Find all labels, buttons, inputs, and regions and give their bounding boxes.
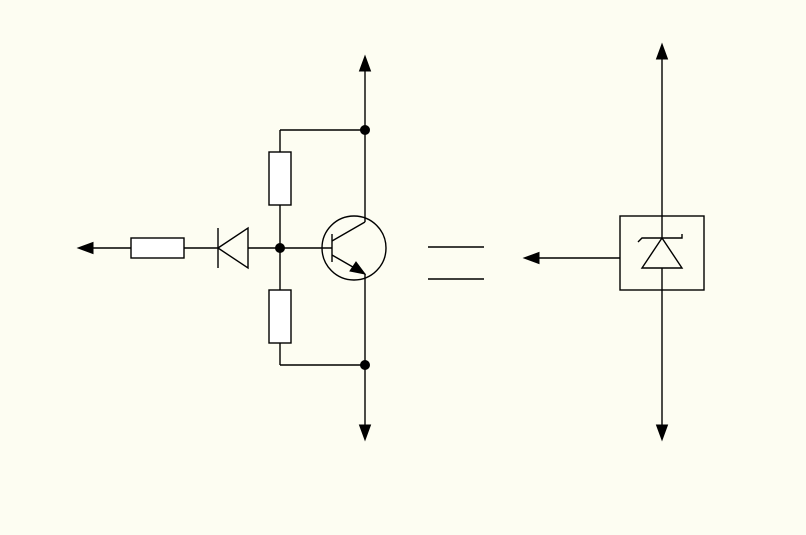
upper-bias-resistor	[268, 151, 292, 206]
input-arrowhead	[76, 241, 94, 255]
transistor-emitter-arrow	[349, 261, 367, 275]
top-arrowhead	[358, 54, 372, 72]
equals-sign	[428, 246, 484, 280]
right-input-arrowhead	[522, 251, 540, 265]
right-top-arrowhead	[655, 42, 669, 60]
npn-transistor	[321, 215, 387, 281]
diode	[216, 226, 249, 270]
bottom-arrowhead	[358, 424, 372, 442]
left-circuit	[76, 54, 387, 442]
right-symbol	[522, 42, 705, 442]
lower-bias-resistor	[268, 289, 292, 344]
series-resistor	[130, 237, 185, 259]
zener-diode-icon	[637, 216, 684, 290]
transistor-collector-lead	[331, 221, 366, 242]
right-bottom-arrowhead	[655, 424, 669, 442]
